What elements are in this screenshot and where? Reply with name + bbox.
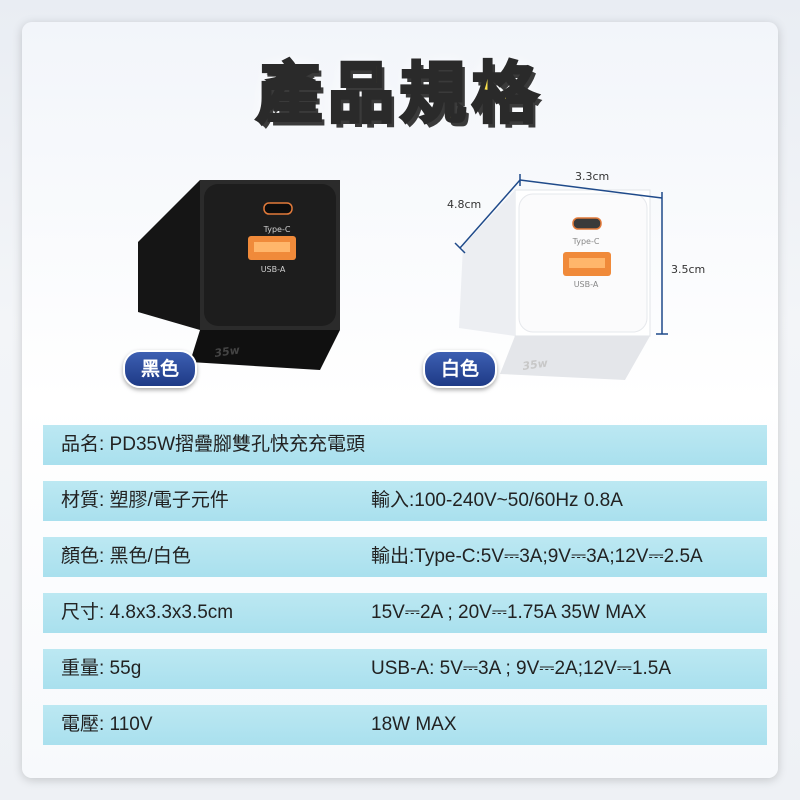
spec-right: 輸入:100-240V~50/60Hz 0.8A — [371, 490, 623, 511]
black-color-badge: 黑色 — [123, 350, 198, 388]
black-typec-label: Type-C — [263, 225, 291, 234]
depth-dimension: 4.8cm — [447, 198, 482, 211]
spec-left: 尺寸: 4.8x3.3x3.5cm — [61, 602, 234, 623]
spec-right: USB-A: 5V⎓3A ; 9V⎓2A;12V⎓1.5A — [371, 658, 672, 679]
black-usba-label: USB-A — [261, 265, 286, 274]
white-charger-image: Type-C USB-A 35w — [459, 189, 651, 380]
white-watt-label: 35w — [522, 356, 550, 373]
spec-row: 重量: 55g USB-A: 5V⎓3A ; 9V⎓2A;12V⎓1.5A — [43, 649, 767, 689]
page-title: 產品規格 — [255, 54, 544, 134]
white-color-badge: 白色 — [423, 350, 498, 388]
white-usba-label: USB-A — [574, 280, 599, 289]
spec-right: 18W MAX — [371, 714, 457, 735]
spec-left: 重量: 55g — [61, 658, 142, 679]
spec-row: 材質: 塑膠/電子元件 輸入:100-240V~50/60Hz 0.8A — [43, 481, 767, 521]
white-typec-label: Type-C — [572, 237, 600, 246]
black-watt-label: 35w — [214, 343, 242, 360]
height-dimension: 3.5cm — [671, 263, 706, 276]
spec-left: 電壓: 110V — [61, 714, 153, 735]
spec-left: 材質: 塑膠/電子元件 — [61, 490, 229, 511]
spec-left: 顏色: 黑色/白色 — [61, 546, 191, 567]
spec-row: 品名: PD35W摺疊腳雙孔快充充電頭 — [43, 425, 767, 465]
spec-row: 電壓: 110V 18W MAX — [43, 705, 767, 745]
spec-row: 顏色: 黑色/白色 輸出:Type-C:5V⎓3A;9V⎓3A;12V⎓2.5A — [43, 537, 767, 577]
width-dimension: 3.3cm — [575, 170, 610, 183]
spec-left: 品名: PD35W摺疊腳雙孔快充充電頭 — [61, 434, 366, 455]
spec-right: 15V⎓2A ; 20V⎓1.75A 35W MAX — [371, 602, 647, 623]
black-charger-image: Type-C USB-A 35w — [138, 180, 340, 370]
spec-row: 尺寸: 4.8x3.3x3.5cm 15V⎓2A ; 20V⎓1.75A 35W… — [43, 593, 767, 633]
spec-right: 輸出:Type-C:5V⎓3A;9V⎓3A;12V⎓2.5A — [371, 546, 703, 567]
